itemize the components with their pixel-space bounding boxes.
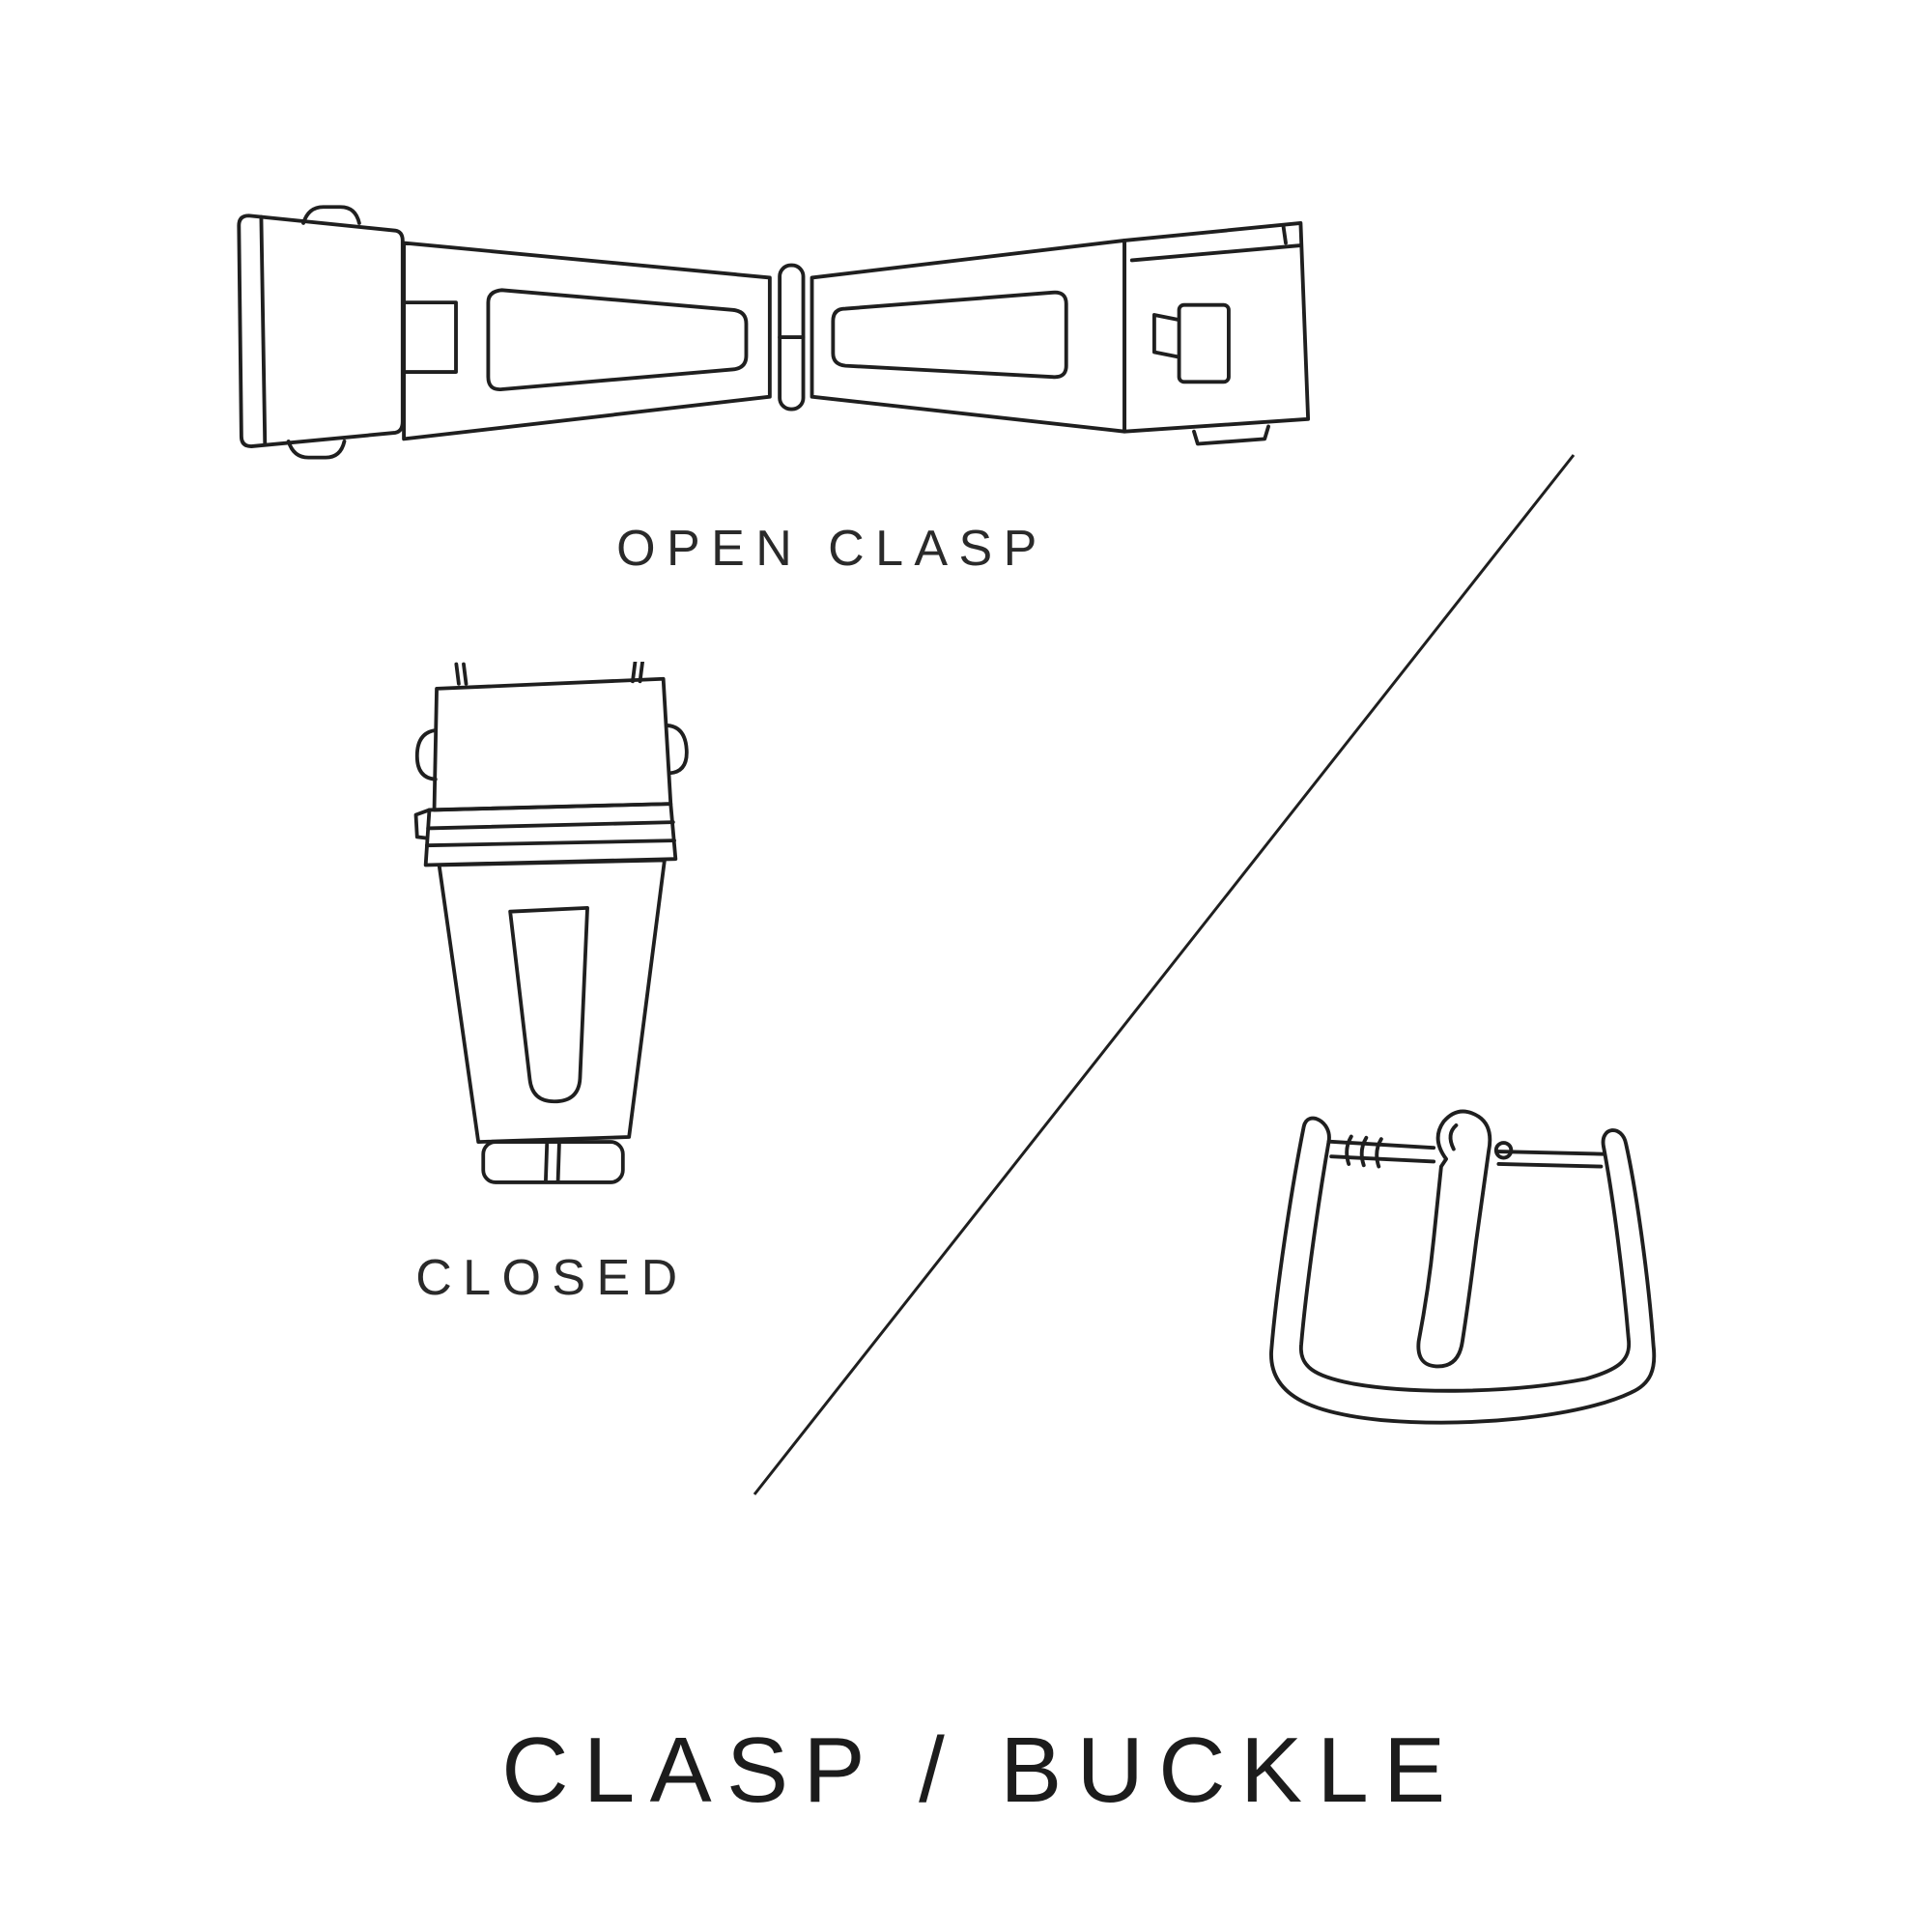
- buckle-frame: [1269, 1116, 1657, 1425]
- closed-clasp-top-box: [432, 676, 673, 812]
- closed-clasp-bottom-cap: [481, 1140, 625, 1184]
- open-clasp-illustration: [237, 205, 1311, 460]
- closed-clasp-illustration: [413, 662, 689, 1184]
- closed-clasp-band: [423, 802, 678, 867]
- clasp-right-blade-inner-outline: [831, 290, 1068, 380]
- clasp-catch-hook: [1151, 313, 1181, 359]
- closed-clasp-inner-slot: [508, 905, 589, 1104]
- clasp-end-link-bottom-tab: [1192, 424, 1270, 446]
- clasp-left-blade: [402, 241, 772, 441]
- clasp-latch-notch: [402, 300, 458, 374]
- clasp-catch: [1177, 302, 1231, 384]
- clasp-cover-top-tab: [301, 205, 361, 225]
- closed-clasp-band-line-1: [426, 820, 675, 831]
- closed-clasp-left-ear: [414, 728, 438, 781]
- buckle-tang: [1416, 1109, 1492, 1369]
- closed-clasp-left-prongs: [454, 662, 469, 686]
- closed-clasp-body: [437, 858, 667, 1144]
- open-clasp-label: OPEN CLASP: [616, 521, 1048, 577]
- closed-clasp-right-ear: [665, 724, 689, 776]
- clasp-end-link-step: [1281, 223, 1288, 245]
- clasp-end-link-plate-line: [1129, 243, 1303, 263]
- closed-clasp-band-line-2: [425, 838, 676, 848]
- clasp-cover-fold-line: [259, 214, 268, 446]
- tang-buckle-illustration: [1269, 1109, 1657, 1425]
- clasp-cover-bottom-tab: [286, 440, 347, 460]
- page-title: CLASP / BUCKLE: [501, 1719, 1461, 1822]
- clasp-right-blade: [810, 239, 1127, 434]
- buckle-tang-curl-line: [1448, 1122, 1459, 1151]
- buckle-pin-ring: [1493, 1141, 1514, 1160]
- clasp-end-link: [1122, 221, 1311, 434]
- buckle-pin-bar-lower-edge: [1329, 1154, 1604, 1169]
- buckle-pin-bar: [1326, 1139, 1605, 1156]
- closed-clasp-bottom-cap-lines: [544, 1142, 561, 1183]
- closed-clasp-band-left-tab: [413, 808, 432, 840]
- closed-clasp-label: CLOSED: [415, 1250, 689, 1306]
- clasp-cover: [237, 213, 405, 448]
- clasp-left-blade-inner-outline: [486, 288, 749, 392]
- buckle-spring-coil: [1345, 1134, 1383, 1169]
